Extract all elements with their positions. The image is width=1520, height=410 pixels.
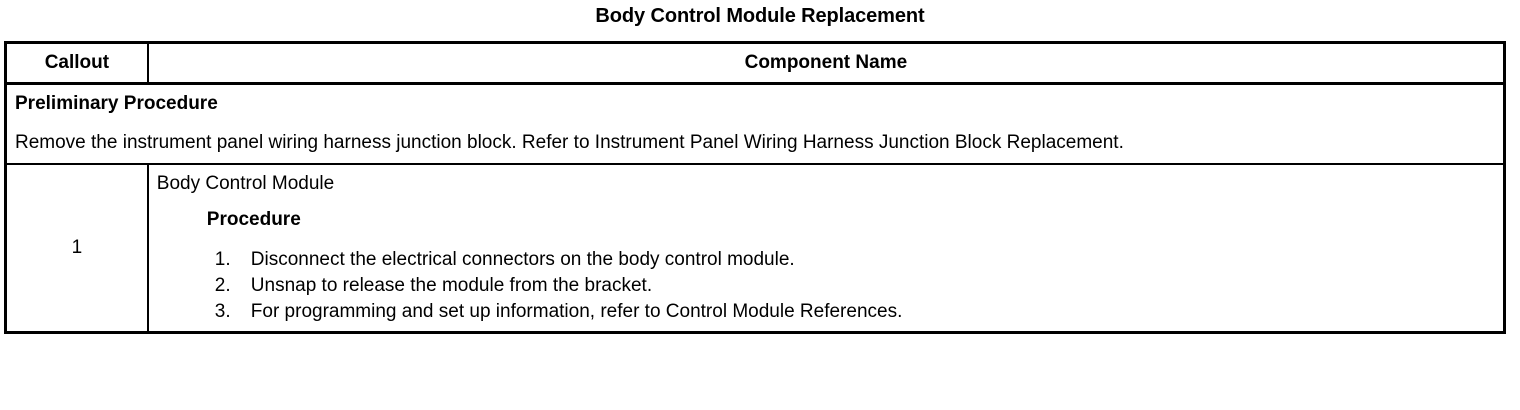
procedure-heading: Procedure [206, 209, 301, 230]
page-title: Body Control Module Replacement [595, 5, 925, 27]
preliminary-procedure-heading: Preliminary Procedure [15, 93, 218, 114]
procedure-table: Callout Component Name Preliminary Proce… [4, 41, 1506, 334]
component-name: Body Control Module [156, 173, 335, 194]
list-item: For programming and set up information, … [215, 299, 903, 325]
procedure-step-list: Disconnect the electrical connectors on … [157, 247, 1495, 325]
table-header-row: Callout Component Name [5, 42, 1505, 85]
component-detail-cell: Body Control Module Procedure Disconnect… [148, 164, 1505, 333]
column-header-component-name: Component Name [147, 42, 1505, 85]
preliminary-procedure-text: Remove the instrument panel wiring harne… [15, 132, 1124, 153]
table-row: 1 Body Control Module Procedure Disconne… [5, 164, 1505, 333]
preliminary-procedure-row: Preliminary Procedure Remove the instrum… [5, 83, 1505, 165]
callout-number: 1 [5, 164, 149, 333]
preliminary-procedure-cell: Preliminary Procedure Remove the instrum… [5, 83, 1505, 165]
list-item: Disconnect the electrical connectors on … [215, 247, 795, 273]
column-header-callout: Callout [5, 42, 149, 85]
list-item: Unsnap to release the module from the br… [215, 273, 653, 299]
